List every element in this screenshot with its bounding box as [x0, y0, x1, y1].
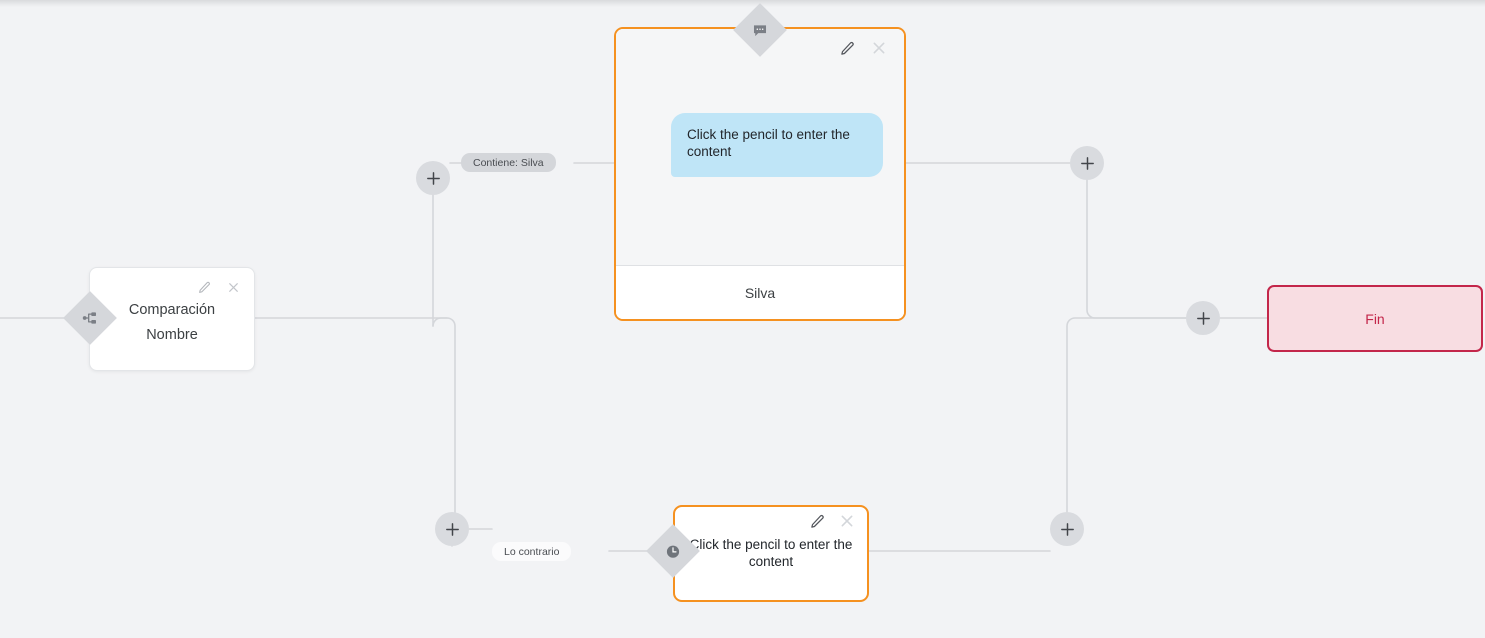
add-node-after-alt-card[interactable] — [1050, 512, 1084, 546]
close-icon[interactable] — [871, 40, 887, 56]
comparison-node-subtitle: Nombre — [146, 327, 198, 343]
add-node-after-main-card[interactable] — [1070, 146, 1104, 180]
comparison-node[interactable]: Comparación Nombre — [89, 267, 255, 371]
message-card-main-footer: Silva — [616, 265, 904, 319]
edge-label-lo-contrario[interactable]: Lo contrario — [492, 542, 572, 561]
chat-bubble-icon-handle[interactable] — [733, 3, 787, 57]
close-icon[interactable] — [839, 513, 855, 529]
message-bubble-text[interactable]: Click the pencil to enter the content — [671, 113, 883, 177]
clock-icon-handle[interactable] — [646, 524, 700, 578]
end-node[interactable]: Fin — [1267, 285, 1483, 352]
add-node-before-end[interactable] — [1186, 301, 1220, 335]
pencil-icon[interactable] — [810, 514, 825, 529]
message-card-main-actions — [840, 40, 887, 56]
top-bar-strip — [0, 0, 1485, 7]
message-card-main[interactable]: Click the pencil to enter the content Si… — [614, 27, 906, 321]
clock-icon — [665, 543, 682, 560]
close-icon[interactable] — [227, 281, 240, 294]
branch-icon-handle[interactable] — [63, 291, 117, 345]
add-node-branch-bottom[interactable] — [435, 512, 469, 546]
pencil-icon[interactable] — [198, 281, 211, 294]
message-card-alt-actions — [810, 513, 855, 529]
message-card-main-body: Click the pencil to enter the content — [616, 29, 904, 265]
comparison-node-title: Comparación — [128, 302, 216, 318]
edge-label-contiene[interactable]: Contiene: Silva — [461, 153, 556, 172]
add-node-branch-top[interactable] — [416, 161, 450, 195]
pencil-icon[interactable] — [840, 41, 855, 56]
comparison-node-actions — [198, 281, 240, 294]
message-card-alt[interactable]: Click the pencil to enter the content — [673, 505, 869, 602]
message-card-alt-text[interactable]: Click the pencil to enter the content — [689, 537, 853, 570]
chat-bubble-icon — [752, 22, 769, 39]
branch-icon — [82, 310, 98, 326]
